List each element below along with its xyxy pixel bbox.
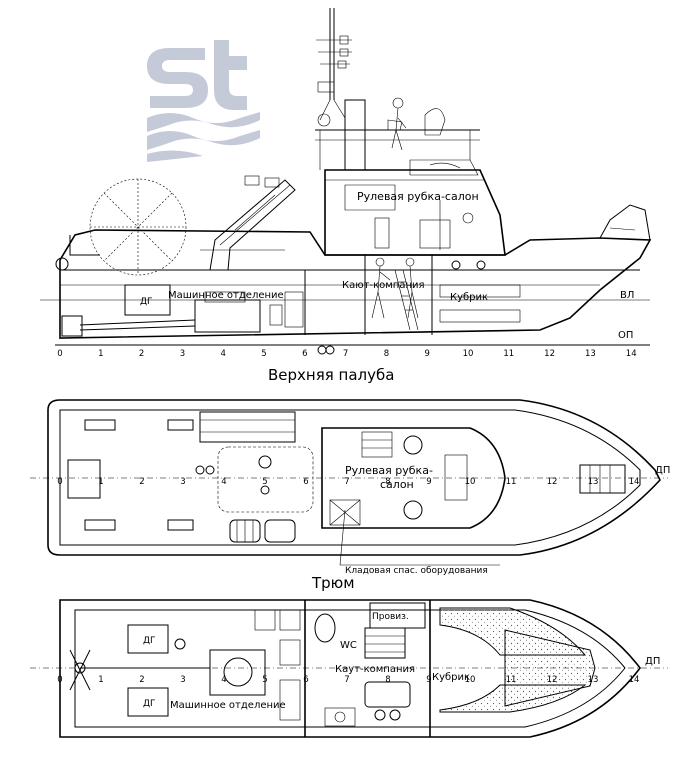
reel-outline xyxy=(89,178,187,276)
frame-number: 14 xyxy=(626,349,637,359)
label-crew-cabin-side: Кубрик xyxy=(450,292,488,303)
label-centerline-deck: ДП xyxy=(655,465,670,476)
frame-number: 14 xyxy=(629,675,640,685)
hold-plan: Провиз. WC Каут-компания Кубрик Машинное… xyxy=(30,599,668,738)
wheelhouse-structure xyxy=(324,159,506,256)
frame-number: 2 xyxy=(139,477,144,487)
frame-number: 13 xyxy=(585,349,596,359)
frame-number: 1 xyxy=(98,349,103,359)
label-wc: WC xyxy=(340,640,357,651)
frame-number: 6 xyxy=(302,349,307,359)
label-engine-room-side: Машинное отделение xyxy=(168,290,284,301)
frame-number: 0 xyxy=(57,675,62,685)
frame-number: 8 xyxy=(385,477,390,487)
frame-number: 11 xyxy=(503,349,514,359)
frame-number: 12 xyxy=(547,477,558,487)
frame-number: 9 xyxy=(426,675,431,685)
frame-number: 3 xyxy=(180,477,185,487)
frame-number: 10 xyxy=(463,349,474,359)
frame-number: 1 xyxy=(98,477,103,487)
frame-number: 8 xyxy=(385,675,390,685)
label-wheelhouse-deck-2: салон xyxy=(380,478,414,491)
hold-title: Трюм xyxy=(311,574,355,592)
frame-number: 12 xyxy=(547,675,558,685)
label-generator-side: ДГ xyxy=(140,297,153,307)
frame-number: 5 xyxy=(262,477,267,487)
frame-number: 6 xyxy=(303,675,308,685)
upper-deck-title: Верхняя палуба xyxy=(268,366,394,384)
frame-number: 3 xyxy=(180,349,185,359)
label-baseline: ОП xyxy=(618,330,633,341)
side-elevation-view: Рулевая рубка-салон Кают-компания Кубрик… xyxy=(40,8,652,359)
frame-number: 7 xyxy=(344,477,349,487)
frame-number: 13 xyxy=(588,477,599,487)
frame-number: 5 xyxy=(262,675,267,685)
frame-number: 3 xyxy=(180,675,185,685)
frame-number: 4 xyxy=(221,477,226,487)
label-wardroom-hold: Каут-компания xyxy=(335,664,415,675)
frame-number: 6 xyxy=(303,477,308,487)
frame-number: 11 xyxy=(506,675,517,685)
frame-number: 9 xyxy=(424,349,429,359)
flybridge xyxy=(315,97,480,171)
upper-deck-plan: Рулевая рубка- салон Кладовая спас. обор… xyxy=(30,399,670,576)
label-waterline: ВЛ xyxy=(620,290,634,301)
frame-number: 2 xyxy=(139,349,144,359)
frame-number: 0 xyxy=(57,477,62,487)
frame-number: 7 xyxy=(344,675,349,685)
frame-number: 9 xyxy=(426,477,431,487)
label-storeroom: Кладовая спас. оборудования xyxy=(345,566,488,576)
label-generator-top: ДГ xyxy=(143,636,156,646)
frame-number: 1 xyxy=(98,675,103,685)
frame-number: 2 xyxy=(139,675,144,685)
label-provisions: Провиз. xyxy=(372,612,409,622)
deck-crane xyxy=(200,175,296,271)
label-engine-room-hold: Машинное отделение xyxy=(170,700,286,711)
frame-number: 13 xyxy=(588,675,599,685)
label-wardroom-side: Кают-компания xyxy=(342,280,425,291)
frame-number: 0 xyxy=(57,349,62,359)
frame-number: 5 xyxy=(261,349,266,359)
frame-number: 10 xyxy=(465,675,476,685)
label-centerline-hold: ДП xyxy=(645,656,660,667)
label-wheelhouse: Рулевая рубка-салон xyxy=(357,190,479,203)
frame-number: 7 xyxy=(343,349,348,359)
label-wheelhouse-deck-1: Рулевая рубка- xyxy=(345,464,433,477)
frame-number: 12 xyxy=(544,349,555,359)
frame-number: 11 xyxy=(506,477,517,487)
frame-number: 14 xyxy=(629,477,640,487)
label-generator-bottom: ДГ xyxy=(143,699,156,709)
frame-number: 8 xyxy=(384,349,389,359)
frame-number: 4 xyxy=(221,675,226,685)
mast xyxy=(316,8,352,121)
frame-number: 10 xyxy=(465,477,476,487)
company-logo: st xyxy=(0,0,260,162)
logo-text: st xyxy=(0,0,2,1)
label-crew-cabin-hold: Кубрик xyxy=(432,672,470,683)
hull-profile xyxy=(40,204,652,355)
frame-number: 4 xyxy=(220,349,225,359)
